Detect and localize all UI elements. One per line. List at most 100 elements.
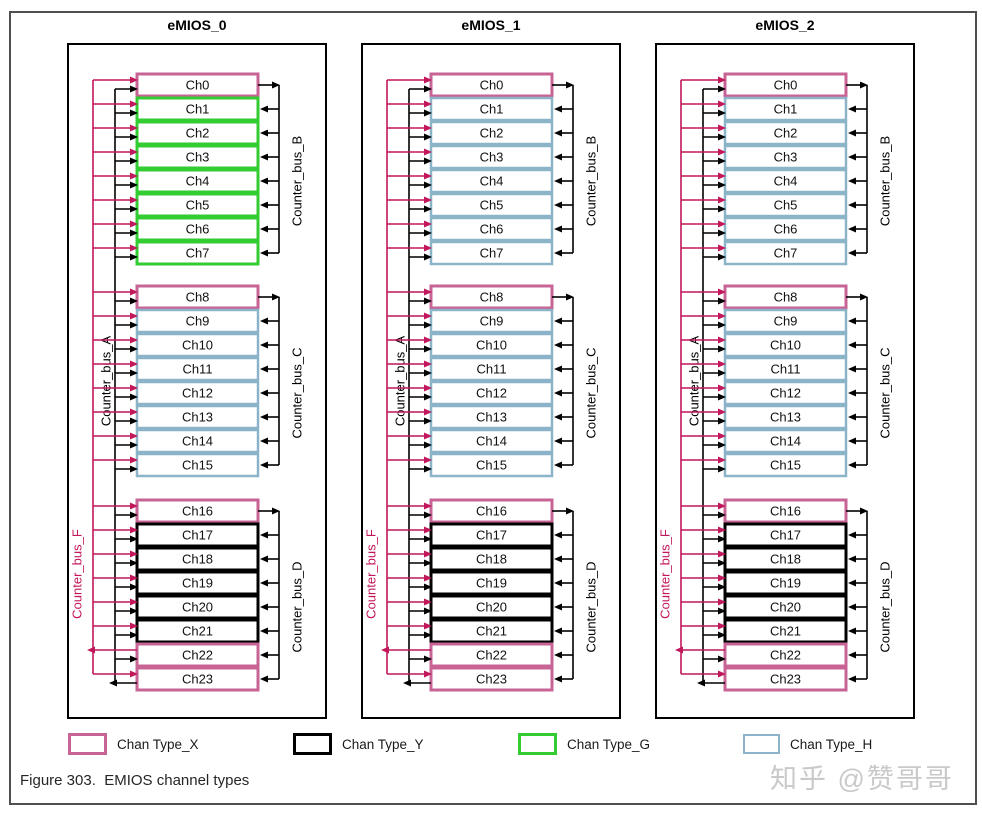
arrow-head — [848, 603, 856, 611]
arrow-head — [718, 157, 726, 165]
channel-box — [135, 618, 260, 644]
channel-ch23: Ch23 — [387, 666, 573, 692]
arrow-head — [848, 341, 856, 349]
arrow-head — [130, 408, 138, 416]
pink-in-arrow — [93, 432, 138, 440]
legend-swatch — [293, 733, 332, 755]
arrow-head — [718, 253, 726, 261]
pink-in-arrow — [387, 312, 432, 320]
arrow-head — [848, 531, 856, 539]
black-in-arrow — [115, 393, 138, 401]
arrow-head — [718, 124, 726, 132]
bus-in-arrow — [554, 249, 573, 257]
pink-in-arrow — [93, 100, 138, 108]
black-in-arrow — [115, 417, 138, 425]
arrow-head — [130, 336, 138, 344]
black-in-arrow — [409, 321, 432, 329]
pink-in-arrow — [93, 360, 138, 368]
bus-in-arrow — [554, 555, 573, 563]
arrow-head — [424, 559, 432, 567]
bus-out-arrow — [552, 507, 574, 515]
arrow-head — [718, 607, 726, 615]
arrow-head — [424, 655, 432, 663]
pink-in-arrow — [93, 502, 138, 510]
legend-swatch — [743, 734, 780, 754]
channel-box — [429, 120, 554, 146]
channel-label: Ch0 — [480, 78, 504, 93]
arrow-head — [130, 465, 138, 473]
arrow-head — [130, 244, 138, 252]
arrow-head — [130, 432, 138, 440]
arrow-head — [424, 550, 432, 558]
bus-in-arrow — [848, 129, 867, 137]
channel-box — [723, 168, 848, 194]
pink-in-arrow — [681, 456, 726, 464]
channel-ch8: Ch8 — [681, 284, 868, 310]
channel-label: Ch4 — [774, 174, 798, 189]
channel-box — [135, 404, 260, 430]
arrow-head — [130, 345, 138, 353]
block-border — [655, 43, 915, 719]
channel-label: Ch5 — [774, 198, 798, 213]
arrow-head — [130, 321, 138, 329]
right-bus-label: Counter_bus_D — [584, 561, 599, 652]
pink-in-arrow — [93, 124, 138, 132]
arrow-head — [554, 603, 562, 611]
arrow-head — [424, 417, 432, 425]
channel-label: Ch22 — [770, 648, 801, 663]
channel-label: Ch16 — [182, 504, 213, 519]
pink-in-arrow — [93, 598, 138, 606]
arrow-head — [424, 574, 432, 582]
arrow-head — [554, 627, 562, 635]
arrow-head — [848, 461, 856, 469]
bus-in-arrow — [848, 105, 867, 113]
channel-label: Ch0 — [774, 78, 798, 93]
bus-in-arrow — [848, 627, 867, 635]
arrow-head — [848, 317, 856, 325]
arrow-head — [554, 413, 562, 421]
arrow-head — [718, 229, 726, 237]
arrow-head — [260, 249, 268, 257]
arrow-head — [260, 129, 268, 137]
channel-label: Ch2 — [480, 126, 504, 141]
arrow-head — [260, 105, 268, 113]
black-in-arrow — [115, 607, 138, 615]
black-out-arrow — [109, 679, 137, 687]
pink-in-arrow — [93, 622, 138, 630]
arrow-head — [130, 535, 138, 543]
arrow-head — [87, 646, 95, 654]
arrow-head — [554, 461, 562, 469]
arrow-head — [424, 133, 432, 141]
bus-in-arrow — [260, 531, 279, 539]
arrow-head — [424, 109, 432, 117]
channel-ch9: Ch9 — [93, 308, 279, 334]
black-in-arrow — [115, 205, 138, 213]
pink-in-arrow — [387, 288, 432, 296]
channel-box — [723, 356, 848, 382]
channel-box — [135, 120, 260, 146]
arrow-head — [718, 345, 726, 353]
counter-bus-a-label: Counter_bus_A — [393, 336, 408, 427]
channel-box — [723, 642, 848, 668]
bus-in-arrow — [260, 177, 279, 185]
arrow-head — [554, 389, 562, 397]
pink-in-arrow — [387, 622, 432, 630]
bus-in-arrow — [260, 317, 279, 325]
channel-label: Ch13 — [476, 410, 507, 425]
bus-in-arrow — [848, 341, 867, 349]
arrow-head — [272, 81, 280, 89]
bus-in-arrow — [554, 413, 573, 421]
pink-in-arrow — [93, 196, 138, 204]
arrow-head — [718, 148, 726, 156]
channel-ch20: Ch20 — [681, 594, 867, 620]
figure-caption: Figure 303. EMIOS channel types — [20, 772, 250, 789]
arrow-head — [260, 177, 268, 185]
arrow-head — [130, 220, 138, 228]
bus-in-arrow — [260, 627, 279, 635]
arrow-head — [860, 81, 868, 89]
black-in-arrow — [409, 631, 432, 639]
channel-box — [723, 192, 848, 218]
arrow-head — [718, 85, 726, 93]
pink-in-arrow — [681, 574, 726, 582]
bus-in-arrow — [554, 461, 573, 469]
